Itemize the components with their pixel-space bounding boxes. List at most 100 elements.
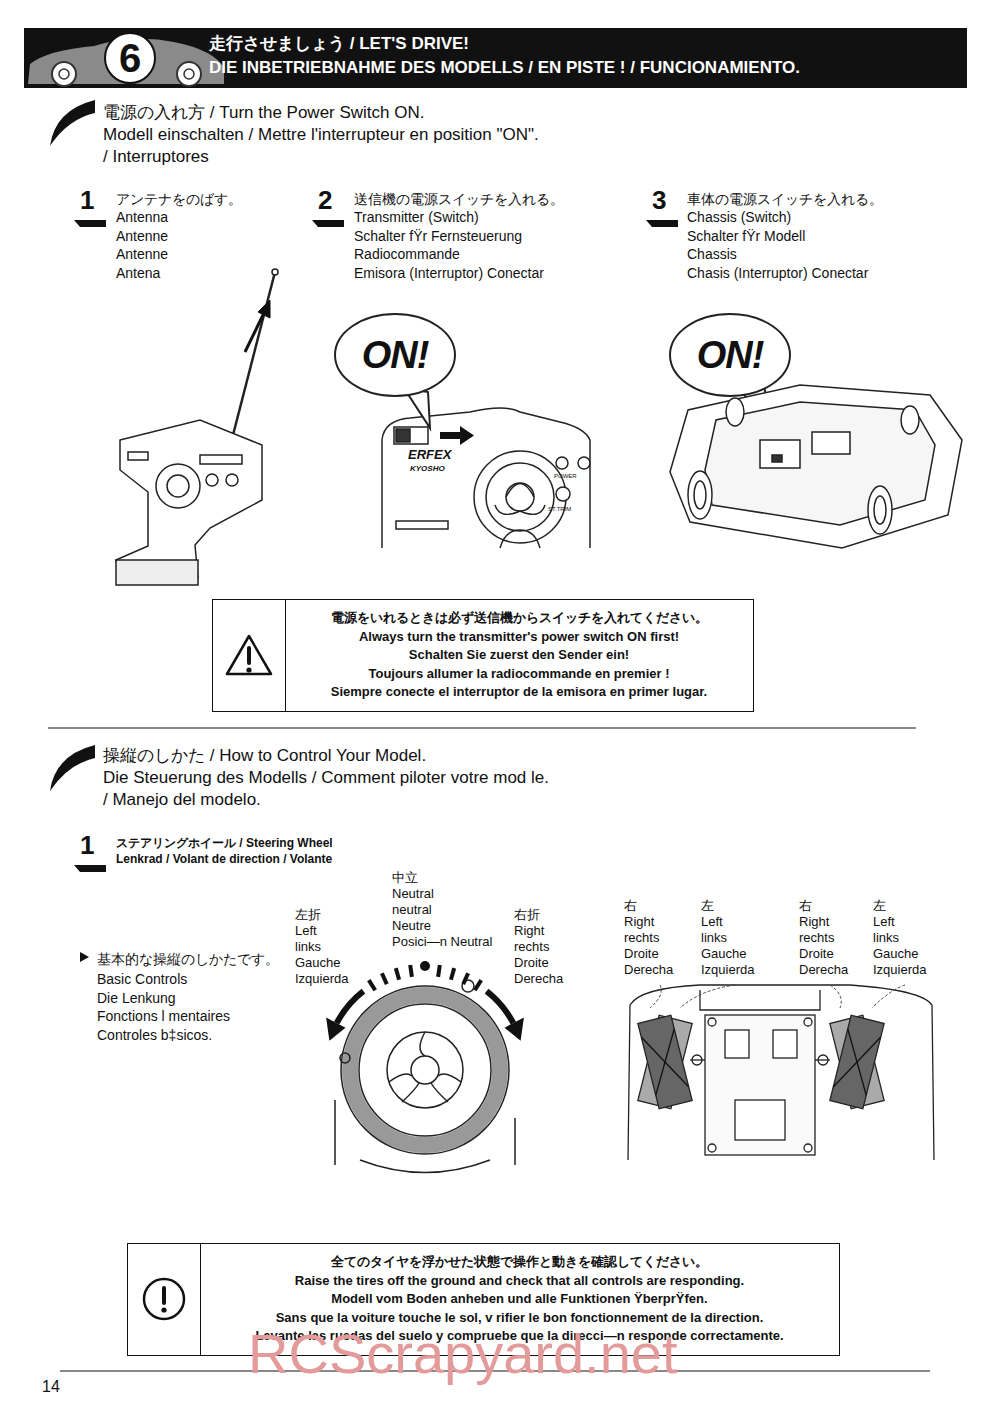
rule-line: [48, 728, 916, 729]
direction-label: 右折: [514, 908, 540, 923]
direction-label: rechts: [514, 940, 549, 955]
speech-bubble: ON!: [668, 312, 792, 398]
bubble-outline: [335, 314, 455, 396]
warning-text: Siempre conecte el interruptor de la emi…: [295, 683, 743, 702]
caution-icon: [139, 1276, 189, 1322]
watermark: RCScrapyard.net: [248, 1322, 678, 1386]
transmitter-closeup: [474, 451, 566, 543]
chassis-bottom-drawing: [804, 1018, 812, 1026]
chassis-bottom-drawing: [804, 1144, 812, 1152]
step-bar: [74, 865, 106, 872]
step-number: 1: [80, 831, 94, 861]
steering-wheel-drawing: [340, 1053, 350, 1063]
transmitter-drawing: [116, 269, 278, 585]
step-text: Antena: [116, 265, 160, 281]
wheel-turn: [638, 1015, 692, 1109]
direction-label: Left: [701, 915, 723, 930]
title-text: 走行させましょう / LET'S DRIVE!: [209, 32, 967, 56]
warning-box: 電源をいれるときは必ず送信機からスイッチを入れてください。Always turn…: [212, 599, 754, 712]
turn-arrow: [487, 991, 514, 1023]
chassis-drawing: [670, 385, 962, 548]
wheel-turn: [830, 1015, 884, 1109]
chassis-bottom-drawing: [815, 1059, 830, 1060]
chassis-drawing: [874, 496, 886, 524]
transmitter-closeup: [396, 521, 448, 529]
turn-arrow: [326, 1017, 345, 1040]
transmitter-drawing: [116, 560, 198, 585]
transmitter-closeup: [486, 463, 554, 531]
page-number: 14: [42, 1378, 60, 1396]
direction-label: 左折: [295, 908, 321, 923]
warning-icon: [227, 636, 271, 674]
wheel-turn: [833, 1029, 881, 1095]
step-text: Basic Controls: [97, 971, 187, 987]
chassis-bottom-drawing: [628, 985, 934, 1160]
direction-label: rechts: [624, 931, 659, 946]
direction-arrow: [245, 300, 270, 352]
chassis-drawing: [812, 432, 850, 454]
section-heading: Die Steuerung des Modells / Comment pilo…: [103, 768, 549, 788]
transmitter-drawing: [128, 452, 148, 460]
bullet-triangle: [80, 952, 89, 962]
transmitter-closeup: [495, 484, 545, 515]
direction-label: 右: [799, 899, 812, 914]
chassis-bottom-drawing: [708, 1144, 716, 1152]
wheel-turn: [830, 1015, 884, 1109]
transmitter-closeup: [556, 457, 568, 469]
wheel-turn: [638, 1015, 692, 1109]
turn-arrow: [505, 1017, 524, 1040]
control-label: POWER: [554, 473, 577, 480]
icon-cell: [213, 600, 286, 711]
direction-label: Droite: [799, 947, 834, 962]
steering-dash: [451, 968, 454, 980]
direction-label: Izquierda: [873, 963, 926, 978]
chassis-bottom-drawing: [690, 1059, 705, 1060]
chassis-drawing: [868, 486, 892, 534]
transmitter-drawing: [156, 464, 200, 508]
bubble-outline: [670, 314, 790, 396]
direction-arrow: [460, 426, 474, 445]
direction-label: Derecha: [514, 972, 563, 987]
chassis-bottom-drawing: [735, 1100, 785, 1140]
direction-label: Gauche: [873, 947, 919, 962]
node-text: ON!: [362, 336, 429, 374]
direction-label: Droite: [514, 956, 549, 971]
steering-dash: [382, 973, 387, 984]
rule-line: [48, 728, 930, 1371]
chapter-number: 6: [104, 32, 156, 84]
direction-label: links: [295, 940, 321, 955]
transmitter-closeup: [382, 408, 590, 548]
chassis-drawing: [688, 471, 712, 519]
chassis-bottom-drawing: [628, 985, 934, 1160]
wheel-turn: [830, 1015, 884, 1109]
direction-arrow: [245, 313, 264, 352]
steering-wheel-drawing: [411, 1056, 439, 1084]
step-text: Antenne: [116, 228, 168, 244]
direction-label: Left: [295, 924, 317, 939]
direction-label: 右: [624, 899, 637, 914]
direction-label: Gauche: [295, 956, 341, 971]
chassis-bottom-drawing: [705, 1015, 815, 1155]
direction-label: rechts: [799, 931, 834, 946]
car-wheel: [52, 62, 76, 86]
direction-label: Derecha: [624, 963, 673, 978]
warning-text: 全てのタイヤを浮かせた状態で操作と動きを確認してください。: [210, 1253, 829, 1272]
turn-guide: [680, 985, 735, 1008]
transmitter-drawing: [116, 420, 262, 582]
caution-icon: [161, 1308, 166, 1313]
transmitter-closeup: [394, 427, 428, 444]
chassis-bottom-drawing: [725, 1030, 749, 1058]
turn-guide: [872, 985, 905, 1008]
section-heading: 電源の入れ方 / Turn the Power Switch ON.: [103, 103, 425, 123]
steering-wheel-drawing: [359, 1004, 491, 1136]
transmitter-closeup: [506, 483, 534, 511]
step-text: Antenna: [116, 209, 168, 225]
step-text: Fonctions l mentaires: [97, 1008, 230, 1024]
brand-mark: ERFEX: [408, 448, 451, 463]
transmitter-closeup: [396, 429, 410, 442]
icon-cell: [128, 1244, 201, 1355]
step-text: Radiocommande: [354, 246, 460, 262]
node-text: 6: [119, 38, 141, 78]
transmitter-closeup: [578, 457, 590, 469]
step-text: Transmitter (Switch): [354, 209, 479, 225]
